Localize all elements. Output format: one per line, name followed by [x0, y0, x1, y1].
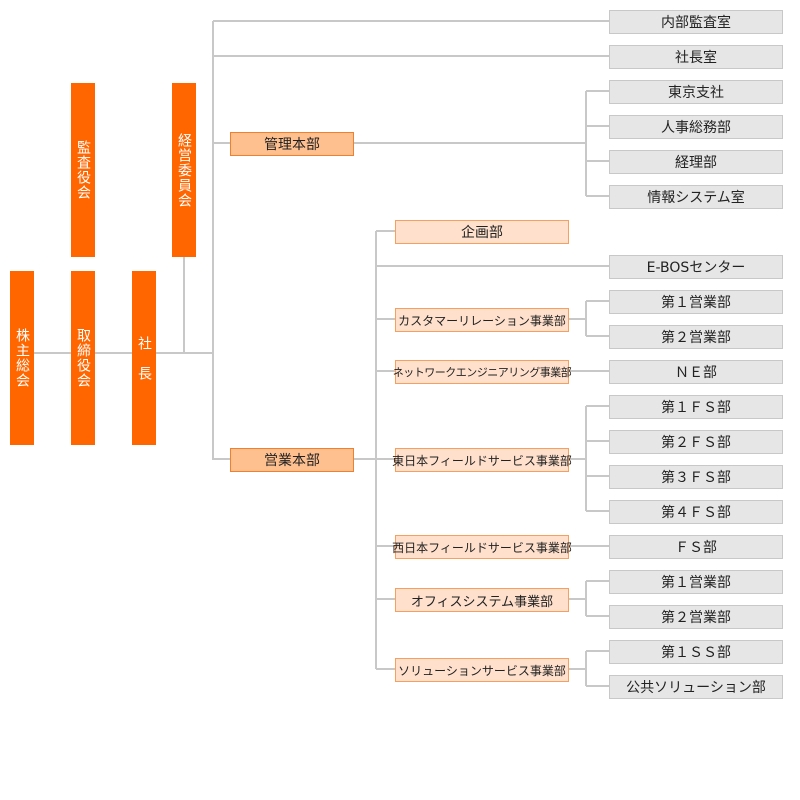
- department: 経理部: [609, 150, 783, 174]
- president-office: 社長室: [609, 45, 783, 69]
- department: 東京支社: [609, 80, 783, 104]
- ebos-center: E-BOSセンター: [609, 255, 783, 279]
- division: オフィスシステム事業部: [395, 588, 569, 612]
- division: ソリューションサービス事業部: [395, 658, 569, 682]
- department: 公共ソリューション部: [609, 675, 783, 699]
- department: ＮＥ部: [609, 360, 783, 384]
- department: 第１ＦＳ部: [609, 395, 783, 419]
- shareholders-meeting: 株主総会: [10, 271, 34, 445]
- president: 社 長: [132, 271, 156, 445]
- board-of-auditors: 監査役会: [71, 83, 95, 257]
- department: 人事総務部: [609, 115, 783, 139]
- department: 第１営業部: [609, 570, 783, 594]
- planning-department: 企画部: [395, 220, 569, 244]
- management-committee: 経営委員会: [172, 83, 196, 257]
- department: 情報システム室: [609, 185, 783, 209]
- division: ネットワークエンジニアリング事業部: [393, 360, 572, 384]
- department: 第１営業部: [609, 290, 783, 314]
- sales-headquarters: 営業本部: [230, 448, 354, 472]
- department: 第３ＦＳ部: [609, 465, 783, 489]
- division: 西日本フィールドサービス事業部: [392, 535, 572, 559]
- department: ＦＳ部: [609, 535, 783, 559]
- department: 第２ＦＳ部: [609, 430, 783, 454]
- department: 第２営業部: [609, 325, 783, 349]
- division: 東日本フィールドサービス事業部: [392, 448, 572, 472]
- admin-headquarters: 管理本部: [230, 132, 354, 156]
- internal-audit-office: 内部監査室: [609, 10, 783, 34]
- division: カスタマーリレーション事業部: [395, 308, 569, 332]
- department: 第２営業部: [609, 605, 783, 629]
- department: 第４ＦＳ部: [609, 500, 783, 524]
- department: 第１ＳＳ部: [609, 640, 783, 664]
- board-of-directors: 取締役会: [71, 271, 95, 445]
